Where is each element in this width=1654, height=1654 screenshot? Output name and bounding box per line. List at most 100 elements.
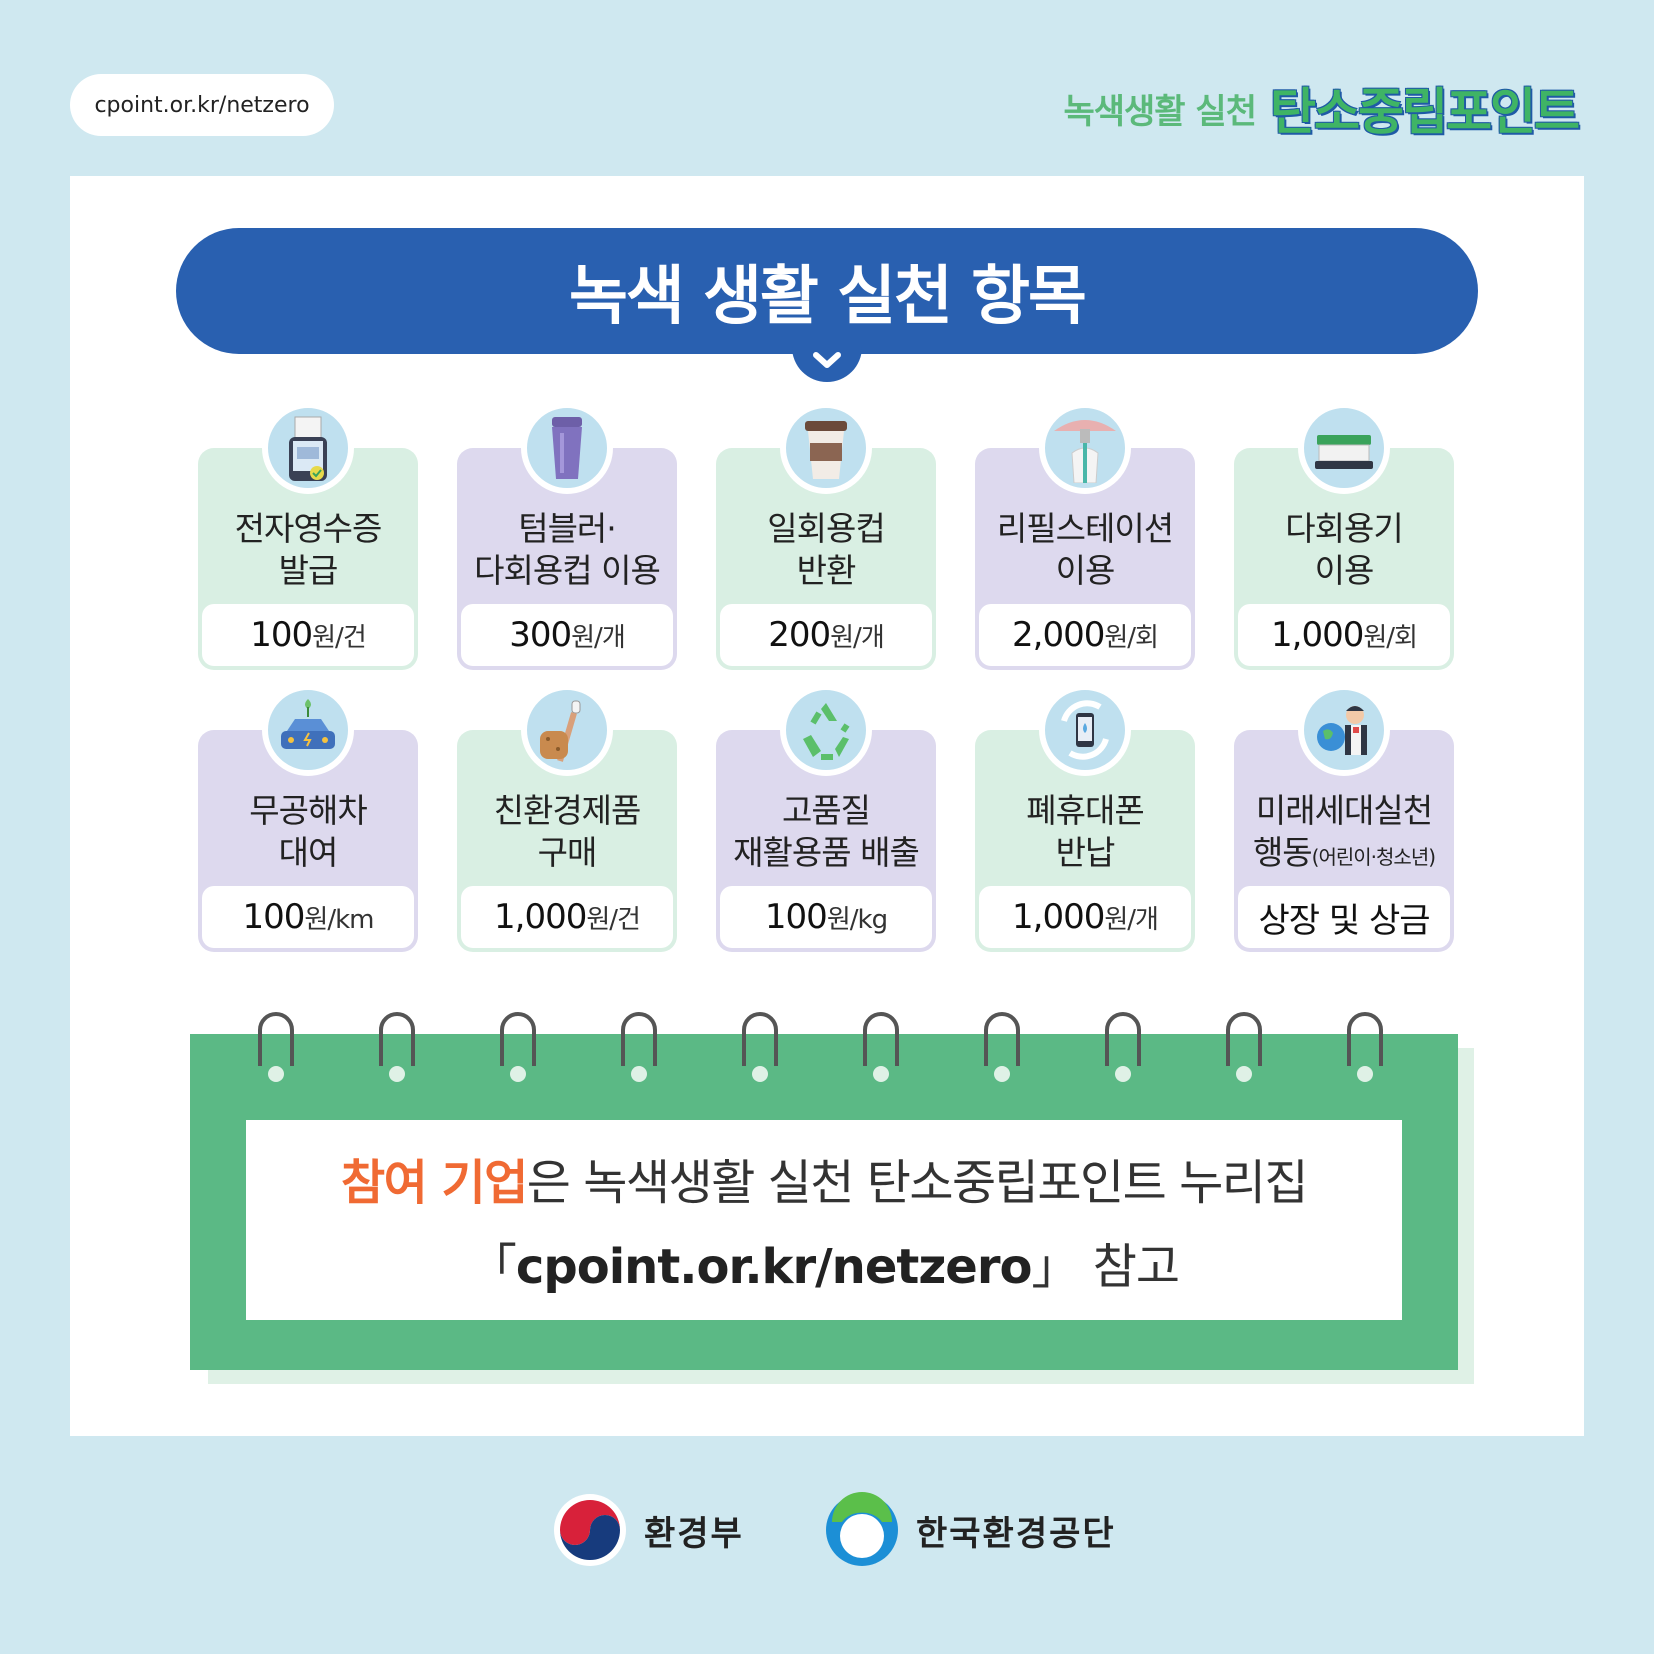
paper-cup-icon — [780, 402, 872, 494]
note-reference: 참고 — [1078, 1239, 1180, 1295]
reward-amount: 상장 및 상금 — [1258, 900, 1430, 941]
binder-ring-icon — [500, 1012, 536, 1082]
item-card-future-generation: 미래세대실천 행동(어린이·청소년) 상장 및 상금 — [1234, 684, 1454, 952]
keco-logo-icon — [826, 1492, 898, 1566]
org-name-ministry: 환경부 — [644, 1513, 744, 1554]
recycle-icon — [780, 684, 872, 776]
reward-unit: 원/km — [304, 904, 374, 935]
item-title-line2: 이용 — [1055, 551, 1116, 590]
reward-unit: 원/회 — [1104, 622, 1159, 653]
open-bracket: 「 — [468, 1239, 517, 1295]
item-title-line1: 전자영수증 — [234, 509, 383, 548]
section-banner: 녹색 생활 실천 항목 — [176, 228, 1478, 354]
reward-amount: 100 — [764, 897, 828, 937]
reward-amount: 1,000 — [494, 897, 587, 937]
reward-amount: 2,000 — [1012, 615, 1105, 655]
item-reward: 상장 및 상금 — [1238, 886, 1450, 948]
close-bracket: 」 — [1031, 1239, 1080, 1295]
item-title-line2: 재활용품 배출 — [733, 833, 920, 872]
item-title-line1: 친환경제품 — [493, 791, 642, 830]
section-title: 녹색 생활 실천 항목 — [569, 260, 1087, 334]
binder-ring-icon — [984, 1012, 1020, 1082]
eco-product-icon — [521, 684, 613, 776]
item-title-line1: 일회용컵 — [767, 509, 885, 548]
org-name-keco: 한국환경공단 — [916, 1513, 1116, 1554]
item-title-line1: 미래세대실천 — [1255, 791, 1433, 830]
future-generation-icon — [1298, 684, 1390, 776]
website-url-pill[interactable]: cpoint.or.kr/netzero — [74, 78, 330, 132]
org-korea-environment-corporation: 한국환경공단 — [824, 1492, 1116, 1568]
binder-ring-icon — [1105, 1012, 1141, 1082]
note-line1: 참여 기업은 녹색생활 실천 탄소중립포인트 누리집 — [340, 1143, 1309, 1213]
note-url-link[interactable]: cpoint.or.kr/netzero — [515, 1239, 1033, 1295]
item-title-note: (어린이·청소년) — [1311, 845, 1436, 869]
binder-ring-icon — [1347, 1012, 1383, 1082]
reusable-container-icon — [1298, 402, 1390, 494]
reward-amount: 1,000 — [1012, 897, 1105, 937]
item-title-line1: 리필스테이션 — [996, 509, 1174, 548]
binder-ring-icon — [863, 1012, 899, 1082]
phone-return-icon — [1039, 684, 1131, 776]
reward-unit: 원/개 — [830, 622, 885, 653]
item-title-line1: 폐휴대폰 — [1026, 791, 1144, 830]
note-highlight: 참여 기업 — [340, 1155, 528, 1211]
electric-car-icon — [262, 684, 354, 776]
reward-unit: 원/kg — [826, 904, 888, 935]
item-title-line1: 다회용기 — [1285, 509, 1403, 548]
binder-ring-icon — [621, 1012, 657, 1082]
website-url: cpoint.or.kr/netzero — [94, 92, 310, 118]
footer: 환경부 한국환경공단 — [0, 1492, 1654, 1572]
item-title-line2: 행동 — [1252, 833, 1313, 872]
item-title-line2: 다회용컵 이용 — [474, 551, 661, 590]
reward-unit: 원/개 — [1104, 904, 1159, 935]
reward-unit: 원/건 — [312, 622, 367, 653]
binder-ring-icon — [1226, 1012, 1262, 1082]
reward-amount: 100 — [250, 615, 313, 655]
reward-unit: 원/개 — [571, 622, 626, 653]
reward-amount: 300 — [509, 615, 572, 655]
reward-amount: 200 — [768, 615, 831, 655]
org-ministry-of-environment: 환경부 — [552, 1492, 744, 1568]
note-line2: 「cpoint.or.kr/netzero」 참고 — [468, 1227, 1180, 1297]
binder-ring-icon — [379, 1012, 415, 1082]
item-title-line2: 반환 — [796, 551, 857, 590]
refill-station-icon — [1039, 402, 1131, 494]
item-title-line2: 대여 — [278, 833, 339, 872]
notebook-note: 참여 기업은 녹색생활 실천 탄소중립포인트 누리집 「cpoint.or.kr… — [190, 1012, 1458, 1370]
brand-logo: 녹색생활 실천 탄소중립포인트 — [1063, 72, 1580, 144]
binder-ring-icon — [742, 1012, 778, 1082]
reward-unit: 원/회 — [1363, 622, 1418, 653]
item-title-line1: 텀블러· — [518, 509, 617, 548]
item-title-line2: 구매 — [537, 833, 598, 872]
reward-amount: 100 — [242, 897, 306, 937]
item-title-line1: 무공해차 — [249, 791, 367, 830]
receipt-phone-icon — [262, 402, 354, 494]
item-title-line2: 발급 — [278, 551, 339, 590]
reward-amount: 1,000 — [1271, 615, 1364, 655]
item-title-line1: 고품질 — [781, 791, 871, 830]
note-text: 은 녹색생활 실천 탄소중립포인트 누리집 — [526, 1155, 1309, 1211]
tumbler-icon — [521, 402, 613, 494]
item-title-line2: 이용 — [1314, 551, 1375, 590]
note-content: 참여 기업은 녹색생활 실천 탄소중립포인트 누리집 「cpoint.or.kr… — [246, 1120, 1402, 1320]
taegeuk-logo-icon — [554, 1494, 626, 1566]
binder-ring-icon — [258, 1012, 294, 1082]
